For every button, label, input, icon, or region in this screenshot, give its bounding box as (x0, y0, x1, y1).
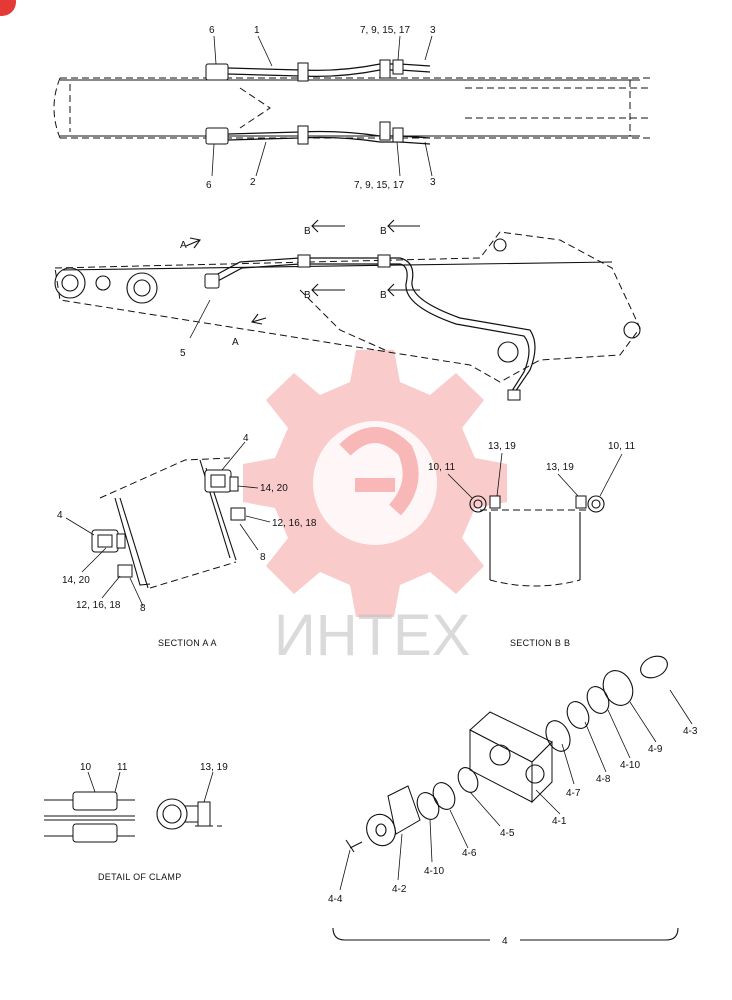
section-arrow-a-upper: A (180, 240, 187, 251)
label-aa-4-lower: 4 (57, 510, 63, 521)
label-aa-8-upper: 8 (260, 552, 266, 563)
corner-badge (0, 0, 16, 16)
label-group-4: 4 (502, 936, 508, 947)
watermark-text: ИНТЕХ (274, 603, 470, 668)
section-arrow-b-3: B (304, 290, 311, 301)
watermark-gear-logo (243, 350, 507, 617)
label-clamp-10: 10 (80, 762, 92, 773)
label-aa-14-20-lower: 14, 20 (62, 575, 90, 586)
label-clamp-11: 11 (117, 762, 128, 773)
boom-side-view (54, 219, 641, 401)
label-lower-6: 6 (206, 180, 212, 191)
label-bb-10-11-left: 10, 11 (428, 462, 455, 473)
label-upper-7-9-15-17: 7, 9, 15, 17 (360, 25, 410, 36)
label-upper-6: 6 (209, 25, 215, 36)
label-aa-8-lower: 8 (140, 603, 146, 614)
label-bb-10-11-right: 10, 11 (608, 441, 635, 452)
section-arrow-b-2: B (380, 226, 387, 237)
label-upper-1: 1 (254, 25, 260, 36)
label-part-4-3: 4-3 (683, 726, 698, 737)
label-part-5: 5 (180, 348, 186, 359)
clamp-detail-caption: DETAIL OF CLAMP (98, 872, 182, 882)
label-part-4-8: 4-8 (596, 774, 611, 785)
label-aa-12-16-18-lower: 12, 16, 18 (76, 600, 121, 611)
label-part-4-1: 4-1 (552, 816, 567, 827)
label-part-4-2: 4-2 (392, 884, 407, 895)
boom-top-view (53, 35, 650, 177)
section-arrow-b-4: B (380, 290, 387, 301)
label-aa-4-upper: 4 (243, 433, 249, 444)
section-aa-caption: SECTION A A (158, 638, 217, 648)
label-lower-3: 3 (430, 177, 436, 188)
label-aa-12-16-18-upper: 12, 16, 18 (272, 518, 317, 529)
label-part-4-7: 4-7 (566, 788, 581, 799)
label-part-4-5: 4-5 (500, 828, 515, 839)
label-lower-7-9-15-17: 7, 9, 15, 17 (354, 180, 404, 191)
label-part-4-4: 4-4 (328, 894, 343, 905)
label-lower-2: 2 (250, 177, 256, 188)
label-bb-13-19-right: 13, 19 (546, 462, 574, 473)
label-upper-3: 3 (430, 25, 436, 36)
label-part-4-9: 4-9 (648, 744, 663, 755)
label-part-4-10-left: 4-10 (424, 866, 444, 877)
section-aa-view (65, 441, 271, 607)
label-part-4-10-right: 4-10 (620, 760, 640, 771)
label-part-4-6: 4-6 (462, 848, 477, 859)
section-arrow-a-lower: A (232, 337, 239, 348)
clamp-detail-view (44, 771, 222, 843)
label-clamp-13-19: 13, 19 (200, 762, 228, 773)
label-aa-14-20-upper: 14, 20 (260, 483, 288, 494)
exploded-assembly-view (332, 655, 693, 941)
section-arrow-b-1: B (304, 226, 311, 237)
label-bb-13-19-left: 13, 19 (488, 441, 516, 452)
section-bb-caption: SECTION B B (510, 638, 570, 648)
section-bb-view (447, 452, 623, 587)
